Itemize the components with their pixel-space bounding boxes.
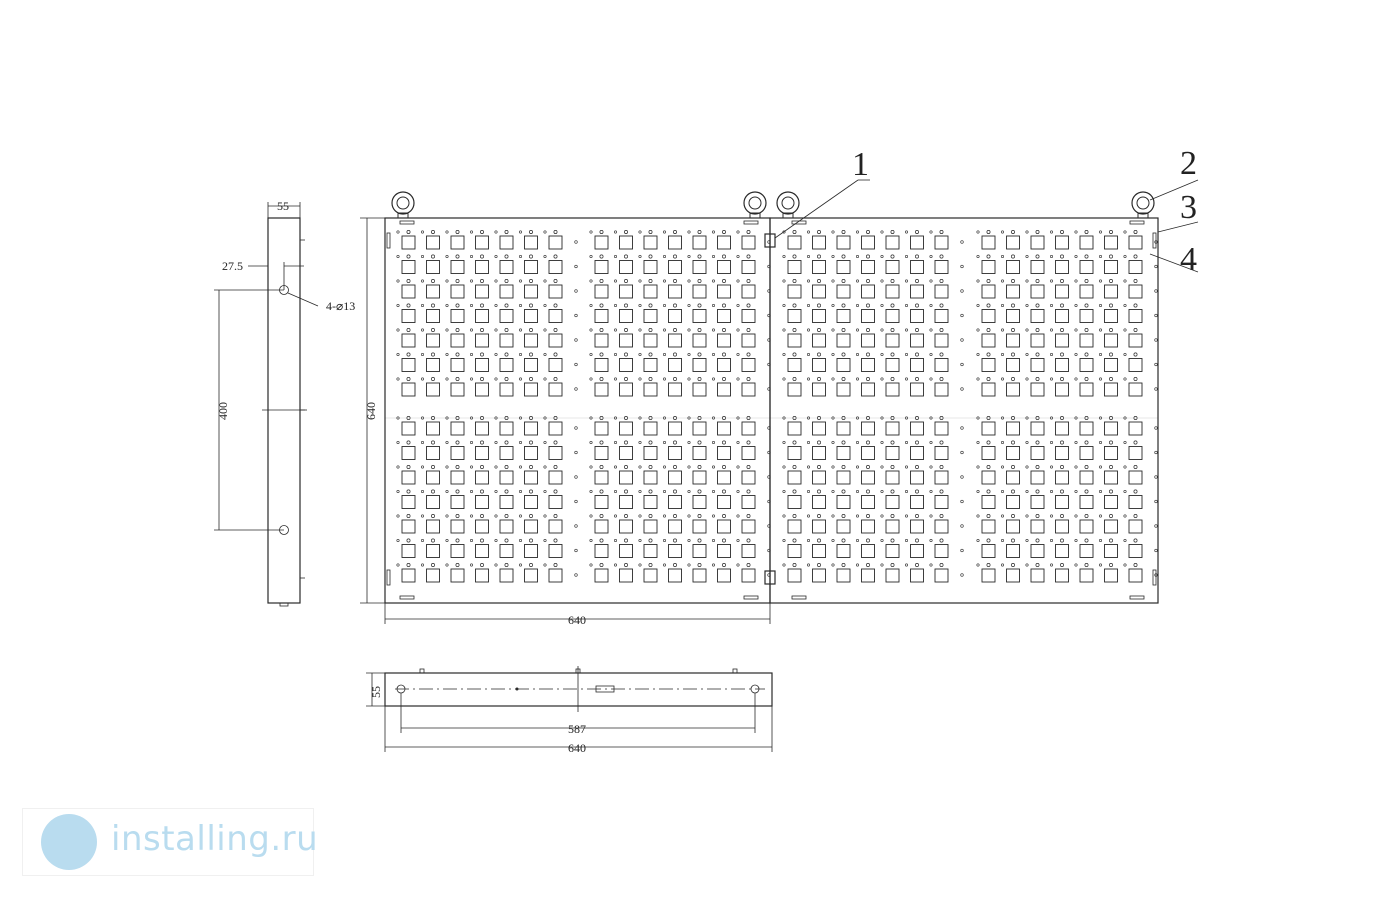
bottom-view: 55 587 640 — [366, 666, 773, 755]
panel-height-dim: 640 — [364, 402, 378, 420]
bottom-width-dim: 640 — [568, 741, 586, 755]
globe-logo-icon — [41, 814, 97, 870]
side-width-dim: 55 — [277, 199, 289, 213]
side-view: 55 27.5 4-⌀13 400 — [214, 199, 355, 607]
hole-spacing-dim: 400 — [216, 402, 230, 420]
front-view: 640 640 1 2 3 4 — [360, 145, 1199, 627]
hole-spec-label: 4-⌀13 — [326, 299, 355, 313]
bottom-hole-spacing-dim: 587 — [568, 722, 586, 736]
panel-width-dim: 640 — [568, 613, 586, 627]
callout-1: 1 — [852, 146, 869, 183]
perforation-pattern — [396, 220, 1158, 600]
lifting-eyes — [391, 191, 1155, 219]
callout-3: 3 — [1180, 189, 1197, 226]
side-offset-dim: 27.5 — [222, 259, 243, 273]
bottom-height-dim: 55 — [369, 686, 383, 698]
callout-2: 2 — [1180, 145, 1197, 182]
watermark: installing.ru — [22, 808, 318, 876]
watermark-text: installing.ru — [111, 819, 319, 859]
callout-4: 4 — [1180, 241, 1197, 278]
